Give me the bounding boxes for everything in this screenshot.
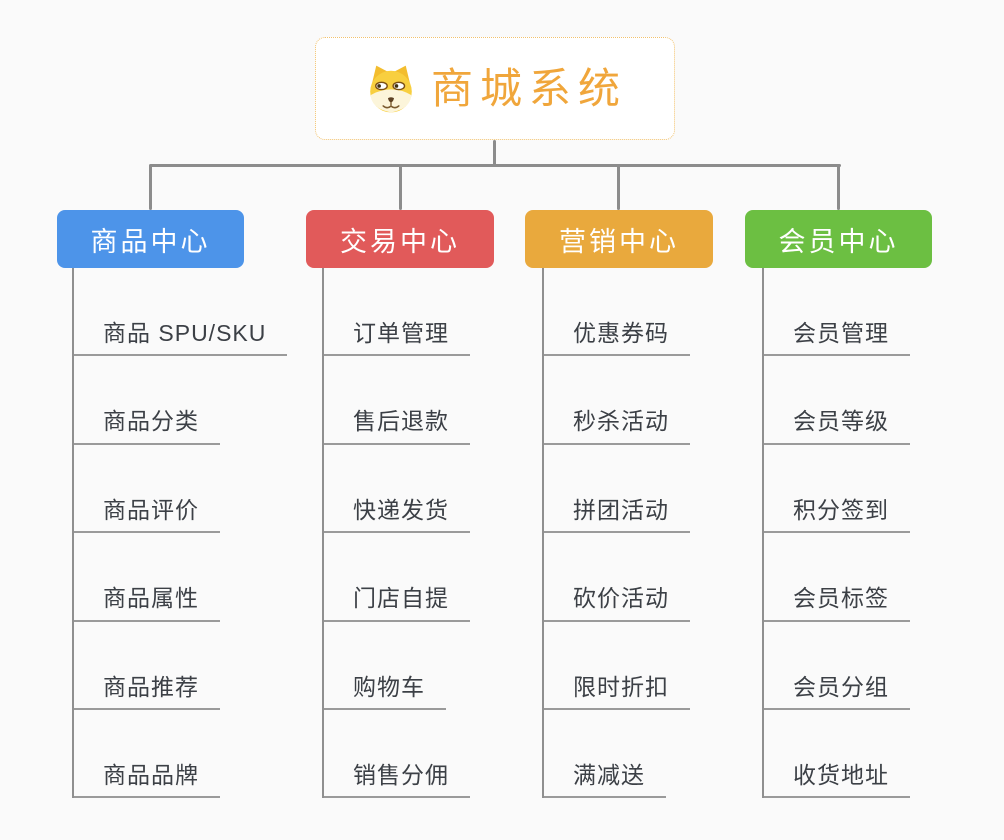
leaf-node[interactable]: 会员分组 [762, 674, 910, 710]
leaf-node[interactable]: 会员管理 [762, 320, 910, 357]
leaf-node[interactable]: 商品分类 [72, 409, 220, 445]
connector-drop-trade [399, 165, 402, 210]
leaf-node[interactable]: 快递发货 [322, 497, 470, 534]
connector-drop-members [837, 165, 840, 210]
leaf-node[interactable]: 秒杀活动 [542, 409, 690, 445]
connector-trunk-trade [322, 268, 324, 799]
root-node[interactable]: 商城系统 [315, 37, 675, 140]
connector-trunk-marketing [542, 268, 544, 799]
leaf-node[interactable]: 限时折扣 [542, 674, 690, 710]
leaf-node[interactable]: 商品品牌 [72, 762, 220, 799]
leaf-node[interactable]: 商品属性 [72, 586, 220, 622]
connector-horizontal-bar [149, 164, 841, 167]
branch-node-member-center[interactable]: 会员中心 [745, 210, 932, 268]
leaf-node[interactable]: 砍价活动 [542, 586, 690, 622]
leaf-node[interactable]: 拼团活动 [542, 497, 690, 534]
leaf-node[interactable]: 商品评价 [72, 497, 220, 534]
leaf-node[interactable]: 积分签到 [762, 497, 910, 534]
leaf-node[interactable]: 商品推荐 [72, 674, 220, 710]
branch-node-marketing-center[interactable]: 营销中心 [525, 210, 713, 268]
leaf-node[interactable]: 会员标签 [762, 586, 910, 622]
connector-drop-marketing [617, 165, 620, 210]
leaf-node[interactable]: 销售分佣 [322, 762, 470, 799]
dog-face-icon [363, 63, 419, 115]
root-title: 商城系统 [430, 64, 627, 112]
leaf-node[interactable]: 商品 SPU/SKU [72, 320, 288, 357]
connector-trunk-member [762, 268, 764, 799]
leaf-node[interactable]: 优惠券码 [542, 320, 690, 357]
leaf-node[interactable]: 满减送 [542, 762, 666, 799]
leaf-column-trade-center: 订单管理 售后退款 快递发货 门店自提 购物车 销售分佣 [322, 268, 470, 799]
connector-trunk-product [72, 268, 74, 799]
connector-drop-products [149, 165, 152, 210]
leaf-node[interactable]: 门店自提 [322, 586, 470, 622]
leaf-column-marketing-center: 优惠券码 秒杀活动 拼团活动 砍价活动 限时折扣 满减送 [542, 268, 690, 799]
leaf-node[interactable]: 订单管理 [322, 320, 470, 357]
leaf-node[interactable]: 购物车 [322, 674, 446, 710]
connector-root-stem [493, 140, 496, 166]
branch-node-trade-center[interactable]: 交易中心 [306, 210, 494, 268]
leaf-node[interactable]: 售后退款 [322, 409, 470, 445]
branch-node-product-center[interactable]: 商品中心 [57, 210, 244, 268]
leaf-node[interactable]: 收货地址 [762, 762, 910, 799]
leaf-node[interactable]: 会员等级 [762, 409, 910, 445]
leaf-column-member-center: 会员管理 会员等级 积分签到 会员标签 会员分组 收货地址 [762, 268, 910, 799]
leaf-column-product-center: 商品 SPU/SKU 商品分类 商品评价 商品属性 商品推荐 商品品牌 [72, 268, 288, 799]
